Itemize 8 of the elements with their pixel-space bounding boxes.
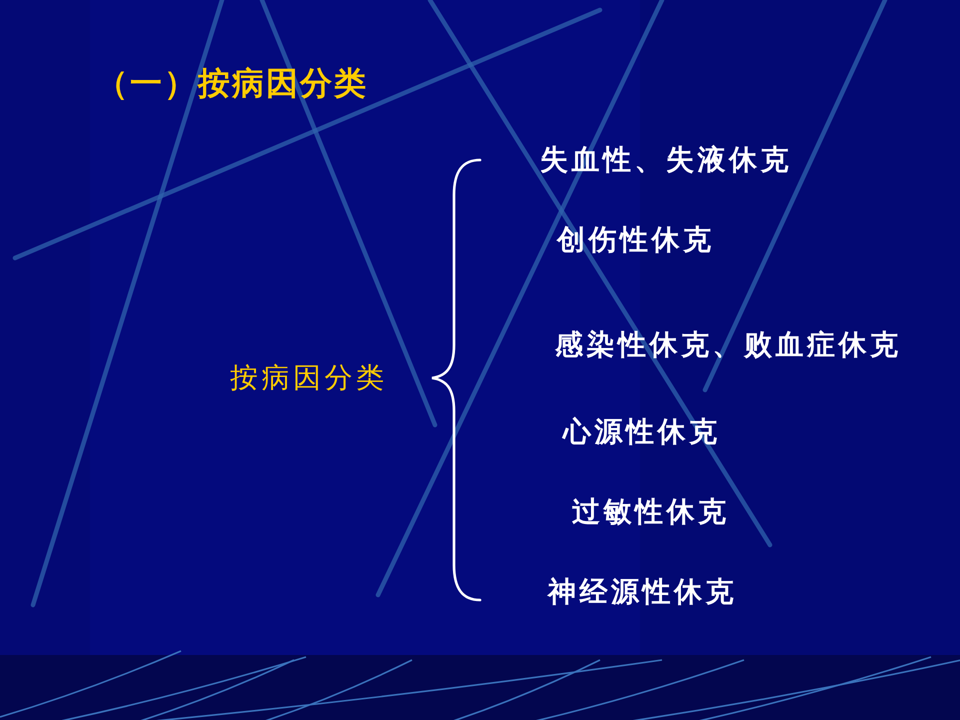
item-label: 感染性休克、败血症休克 [555,331,902,359]
item-label: 神经源性休克 [548,578,737,606]
item-label: 创伤性休克 [557,226,714,254]
item-label: 过敏性休克 [572,498,730,526]
slide-title: （一）按病因分类 [96,67,368,99]
item-label: 心源性休克 [563,418,720,446]
category-label: 按病因分类 [230,364,388,392]
item-label: 失血性、失液休克 [540,146,792,174]
